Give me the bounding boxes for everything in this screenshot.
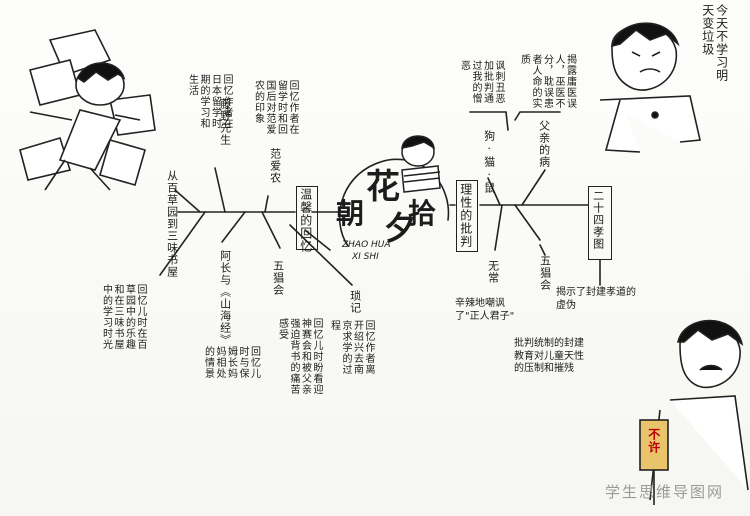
center-ring (338, 158, 450, 247)
left-desc-1: 回忆儿时在百草园中的乐趣和在三味书屋中的学习时光 (100, 284, 147, 350)
title-pinyin-1: ZHAO HUA (342, 240, 391, 250)
sign-text: 不许 (646, 428, 661, 454)
left-topic-6: 范爱农 (268, 148, 282, 184)
left-topic-4: 琐记 (348, 290, 362, 314)
left-topic-3: 五猖会 (271, 260, 285, 296)
left-topic-5: 藤野先生 (218, 98, 232, 146)
left-desc-5: 回忆作者在日本留学时期的学习和生活 (186, 74, 233, 129)
right-desc-4: 辛辣地嘲讽了"正人君子" (455, 298, 515, 322)
left-desc-2: 回忆儿时与保姆长妈妈相处的情景 (202, 346, 260, 379)
scholar-doodle-left (19, 29, 156, 191)
right-branch-box (456, 180, 478, 252)
right-desc-1: 讽刺丑恶加批判通过我的憎恶 (458, 60, 505, 104)
right-topic-1: 狗·猫·鼠 (482, 130, 496, 194)
left-desc-3: 回忆儿时盼看迎神赛会和被父亲强迫背书的痛苦感受 (276, 318, 323, 395)
right-topic-5: 五猖会 (538, 255, 552, 291)
sign-man-doodle (639, 319, 749, 505)
right-desc-3: 揭示了封建孝道的虚伪 (556, 287, 636, 311)
right-topic-3-box (588, 186, 612, 260)
left-desc-6: 回忆作者在留学时和回国后对范爱农的印象 (252, 80, 299, 135)
title-chao: 朝 (336, 197, 365, 230)
left-desc-4: 回忆作者离开绍兴去南京求学的过程 (328, 320, 375, 375)
watermark: 学生思维导图网 (604, 483, 724, 501)
left-branch-box (296, 186, 318, 250)
right-desc-2: 揭露庸医误人，巫医不分，耽误患者人命的实质 (518, 54, 576, 109)
title-shi: 拾 (408, 197, 437, 230)
left-topic-1: 从百草园到三味书屋 (165, 170, 179, 278)
motto-text: 今天不学习明天变垃圾 (700, 4, 729, 82)
reading-child-doodle (401, 135, 441, 193)
title-pinyin-2: XI SHI (352, 252, 379, 262)
title-xi: 夕 (384, 209, 417, 247)
right-branch-label: 理性的批判 (458, 183, 473, 248)
right-topic-4: 无常 (486, 260, 500, 284)
left-topic-2: 阿长与《山海经》 (218, 250, 232, 346)
title-hua: 花 (366, 167, 400, 207)
left-branch-label: 温馨的回忆 (298, 188, 313, 253)
right-topic-2: 父亲的病 (537, 120, 551, 168)
angry-man-doodle (599, 22, 701, 153)
right-desc-5: 批判统制的封建教育对儿童天性的压制和摧残 (514, 338, 584, 374)
right-topic-3: 二十四孝图 (591, 190, 605, 250)
